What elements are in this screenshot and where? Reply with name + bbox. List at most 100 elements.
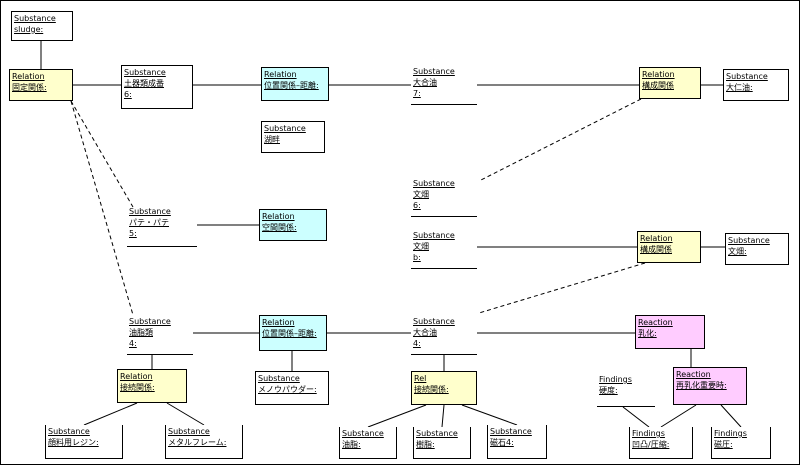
node-type-label: Substance bbox=[129, 317, 171, 326]
node-label: 位置関係–距離: bbox=[262, 329, 317, 338]
connector-line-dashed bbox=[478, 98, 642, 182]
connector-line-dashed bbox=[70, 100, 134, 316]
connector-line bbox=[441, 404, 445, 428]
node-type-label: Substance bbox=[413, 317, 455, 326]
node-type-label: Substance bbox=[342, 429, 384, 438]
diagram-node-n2[interactable]: Relation 固定関係: bbox=[9, 69, 73, 101]
diagram-node-n5[interactable]: Substance 大合油 7: bbox=[411, 65, 477, 105]
node-label: パテ・パテ bbox=[129, 218, 169, 227]
node-label: 空間関係: bbox=[262, 223, 297, 232]
node-label: sludge: bbox=[14, 25, 44, 34]
diagram-node-b2[interactable]: Substance メタルフレーム: bbox=[165, 425, 243, 459]
diagram-node-n15[interactable]: Substance 油脂類 4: bbox=[127, 315, 193, 355]
connector-line bbox=[660, 404, 697, 428]
node-type-label: Substance bbox=[129, 207, 171, 216]
node-label: 6: bbox=[413, 201, 421, 210]
node-type-label: Substance bbox=[258, 374, 300, 383]
node-label: メノウパウダー: bbox=[258, 385, 317, 394]
node-label: 構成関係 bbox=[642, 81, 674, 90]
node-type-label: Relation bbox=[262, 318, 295, 327]
node-type-label: Substance bbox=[726, 72, 768, 81]
node-label: 樹脂: bbox=[416, 440, 435, 449]
node-type-label: Substance bbox=[264, 124, 306, 133]
connector-line bbox=[461, 404, 518, 426]
node-label: 乳化: bbox=[638, 329, 657, 338]
node-label: メタルフレーム: bbox=[168, 438, 227, 447]
node-label: 4: bbox=[129, 339, 137, 348]
diagram-node-b3[interactable]: Substance 油脂: bbox=[339, 427, 397, 459]
diagram-node-n6[interactable]: Relation 構成関係 bbox=[639, 67, 701, 99]
node-type-label: Substance bbox=[124, 68, 166, 77]
node-label: 固定関係: bbox=[12, 83, 47, 92]
node-type-label: Substance bbox=[490, 427, 532, 436]
diagram-node-n18[interactable]: Reaction 乳化: bbox=[635, 315, 705, 349]
diagram-node-n4[interactable]: Relation 位置関係–距離: bbox=[261, 67, 329, 101]
diagram-node-n1[interactable]: Substance sludge: bbox=[11, 11, 73, 41]
node-type-label: Substance bbox=[728, 236, 770, 245]
diagram-node-n8[interactable]: Substance 湖畔 bbox=[261, 121, 325, 153]
diagram-node-n23[interactable]: Reaction 再乳化重要時: bbox=[673, 367, 747, 405]
node-type-label: Relation bbox=[640, 234, 673, 243]
node-type-label: Rel bbox=[414, 374, 427, 383]
node-label: 磁圧: bbox=[714, 440, 733, 449]
diagram-node-n20[interactable]: Substance メノウパウダー: bbox=[255, 371, 329, 405]
node-label: 土器類成番 bbox=[124, 79, 164, 88]
connector-line bbox=[622, 406, 650, 428]
node-type-label: Findings bbox=[714, 429, 747, 438]
node-type-label: Substance bbox=[14, 14, 56, 23]
node-type-label: Substance bbox=[168, 427, 210, 436]
node-label: 顔料用レジン: bbox=[48, 438, 99, 447]
node-label: 7: bbox=[413, 89, 421, 98]
node-type-label: Relation bbox=[264, 70, 297, 79]
node-label: 硬度: bbox=[599, 386, 618, 395]
diagram-node-n16[interactable]: Relation 位置関係–距離: bbox=[259, 315, 327, 351]
node-label: 大合油 bbox=[413, 328, 437, 337]
node-label: 大仁油: bbox=[726, 83, 753, 92]
connector-line bbox=[166, 402, 205, 426]
node-type-label: Substance bbox=[413, 231, 455, 240]
connector-line bbox=[83, 402, 138, 426]
node-label: 接続関係: bbox=[414, 385, 449, 394]
node-type-label: Relation bbox=[120, 372, 153, 381]
node-label: 油脂: bbox=[342, 440, 361, 449]
diagram-node-n7[interactable]: Substance 大仁油: bbox=[723, 69, 789, 101]
node-type-label: Reaction bbox=[638, 318, 673, 327]
connector-line-dashed bbox=[478, 262, 646, 314]
diagram-node-b7[interactable]: Findings 磁圧: bbox=[711, 427, 771, 459]
node-label: 再乳化重要時: bbox=[676, 381, 727, 390]
node-label: 凹凸/圧縮: bbox=[632, 440, 670, 449]
node-label: 油脂類 bbox=[129, 328, 153, 337]
node-label: 磁石4: bbox=[490, 438, 514, 447]
node-type-label: Relation bbox=[12, 72, 45, 81]
node-type-label: Substance bbox=[48, 427, 90, 436]
node-type-label: Findings bbox=[599, 375, 632, 384]
connector-line bbox=[367, 404, 427, 428]
node-label: 4: bbox=[413, 339, 421, 348]
diagram-node-b5[interactable]: Substance 磁石4: bbox=[487, 425, 547, 459]
connector-line bbox=[720, 404, 742, 428]
node-label: 湖畔 bbox=[264, 135, 280, 144]
diagram-node-n22[interactable]: Findings 硬度: bbox=[597, 373, 655, 407]
node-label: 位置関係–距離: bbox=[264, 81, 319, 90]
node-label: b: bbox=[413, 253, 421, 262]
diagram-node-b1[interactable]: Substance 顔料用レジン: bbox=[45, 425, 123, 459]
diagram-node-n21[interactable]: Rel 接続関係: bbox=[411, 371, 477, 405]
diagram-node-n17[interactable]: Substance 大合油 4: bbox=[411, 315, 477, 355]
node-type-label: Reaction bbox=[676, 370, 711, 379]
node-type-label: Relation bbox=[642, 70, 675, 79]
node-label: 文畑 bbox=[413, 242, 429, 251]
diagram-node-n12[interactable]: Substance 文畑 b: bbox=[411, 229, 477, 269]
node-type-label: Substance bbox=[413, 67, 455, 76]
node-type-label: Substance bbox=[413, 179, 455, 188]
node-label: 大合油 bbox=[413, 78, 437, 87]
